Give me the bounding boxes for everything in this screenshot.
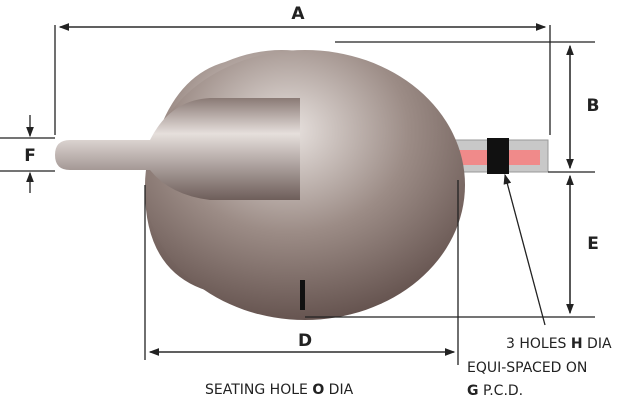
mounting-hole: [487, 138, 509, 174]
dim-label-b: B: [587, 96, 600, 116]
holes-note-line3: G P.C.D.: [467, 383, 523, 399]
dim-label-f: F: [24, 146, 36, 166]
dim-label-d: D: [298, 331, 312, 351]
dimension-lines: [0, 23, 595, 365]
dim-label-e: E: [587, 234, 599, 254]
seating-hole-note: SEATING HOLE O DIA: [205, 382, 354, 398]
stud-shaft: [55, 98, 300, 200]
section-edge: [300, 280, 305, 310]
dim-label-a: A: [291, 4, 305, 24]
holes-note-line2: EQUI-SPACED ON: [467, 360, 587, 376]
holes-note-line1: 3 HOLES H DIA: [506, 336, 612, 352]
